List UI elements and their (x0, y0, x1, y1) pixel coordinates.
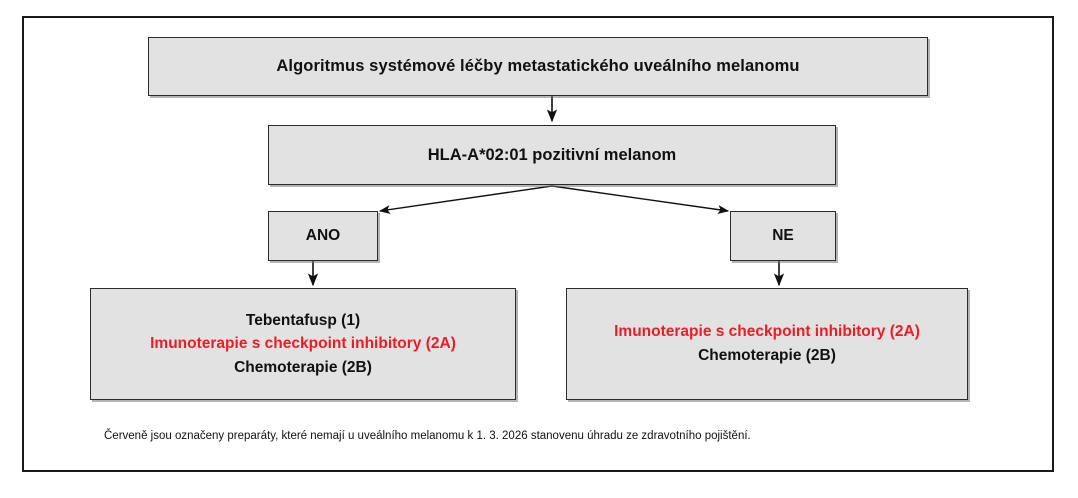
branch-no-label: NE (772, 227, 794, 244)
footnote-text: Červeně jsou označeny preparáty, které n… (104, 430, 751, 442)
branch-box-no: NE (730, 211, 836, 261)
branch-box-yes: ANO (268, 211, 378, 261)
treatment-box-right: Imunoterapie s checkpoint inhibitory (2A… (566, 288, 968, 400)
treatment-line: Tebentafusp (1) (245, 311, 361, 329)
title-box: Algoritmus systémové léčby metastatickéh… (148, 37, 928, 96)
decision-box-label: HLA-A*02:01 pozitivní melanom (427, 145, 677, 164)
treatment-line: Imunoterapie s checkpoint inhibitory (2A… (614, 323, 920, 341)
treatment-line: Chemoterapie (2B) (234, 358, 372, 376)
decision-box-hla: HLA-A*02:01 pozitivní melanom (268, 125, 836, 185)
treatment-line: Imunoterapie s checkpoint inhibitory (2A… (150, 335, 456, 353)
branch-yes-label: ANO (305, 227, 341, 244)
treatment-box-left: Tebentafusp (1) Imunoterapie s checkpoint… (90, 288, 516, 400)
treatment-line: Chemoterapie (2B) (698, 347, 836, 364)
title-box-label: Algoritmus systémové léčby metastatickéh… (276, 57, 800, 75)
